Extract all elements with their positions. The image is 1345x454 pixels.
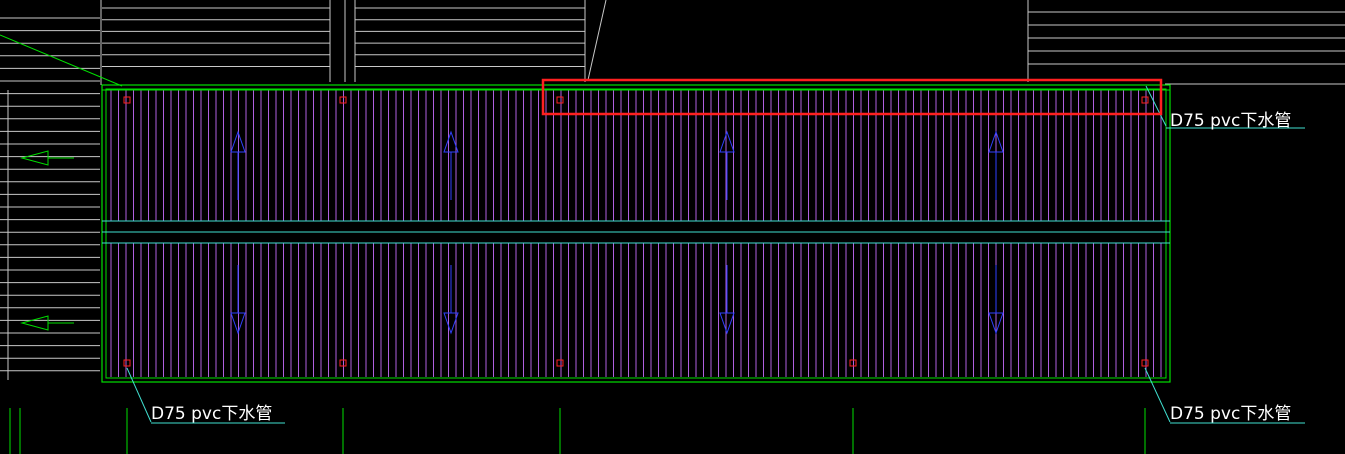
downpipe-marker xyxy=(123,96,131,104)
selection-highlight-box[interactable] xyxy=(541,78,1163,116)
slope-arrow-up xyxy=(719,130,735,153)
downpipe-marker xyxy=(1141,359,1149,367)
leader-lines xyxy=(126,85,1305,424)
leader-line xyxy=(1145,85,1167,127)
leader-line xyxy=(126,367,152,423)
downpipe-marker xyxy=(339,359,347,367)
downpipe-label-bottom-left: D75 pvc下水管 xyxy=(151,404,272,424)
downpipe-marker xyxy=(556,359,564,367)
downpipe-marker xyxy=(556,96,564,104)
downpipe-marker xyxy=(123,359,131,367)
slope-arrow-down xyxy=(719,312,735,335)
roof-plan xyxy=(101,84,1171,383)
slope-arrows xyxy=(230,130,1004,335)
downpipe-marker xyxy=(339,96,347,104)
roof-inner-outline xyxy=(105,88,1167,379)
downpipe-marker xyxy=(849,359,857,367)
downpipe-label-bottom-right: D75 pvc下水管 xyxy=(1170,404,1291,424)
leader-line-top xyxy=(587,0,607,81)
leader-line xyxy=(1144,367,1171,423)
green-diagonal-line xyxy=(0,34,123,87)
downpipe-label-top-right: D75 pvc下水管 xyxy=(1170,111,1291,131)
downpipe-marker xyxy=(1141,96,1149,104)
drain-arrow-left xyxy=(20,315,49,331)
drain-arrow-left xyxy=(20,150,49,166)
roof-outer-outline xyxy=(101,84,1171,383)
downpipe-markers xyxy=(123,96,1149,367)
